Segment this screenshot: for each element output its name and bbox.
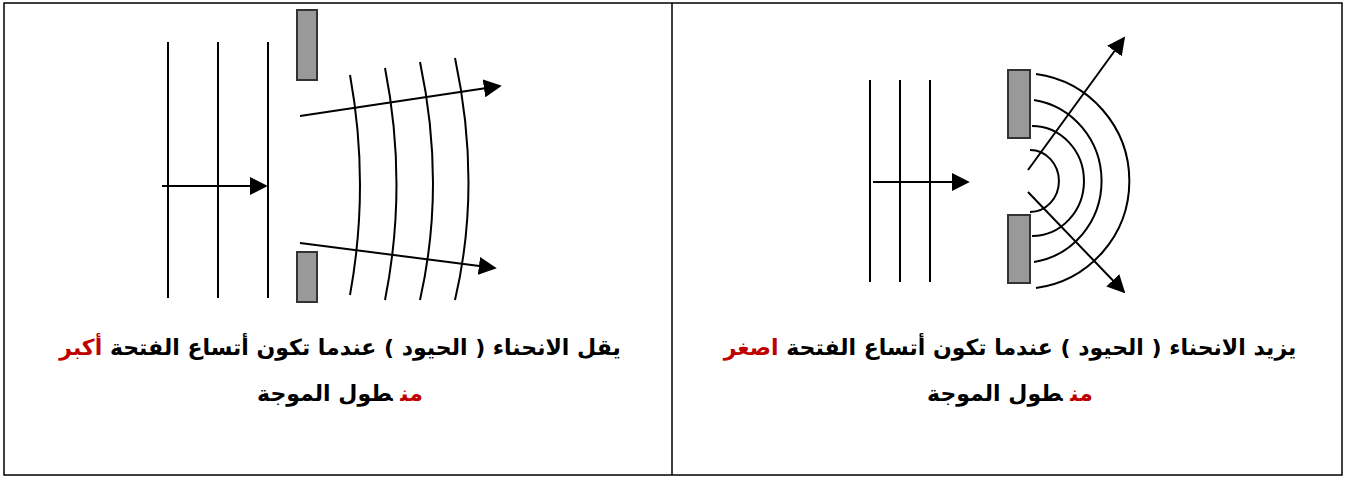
caption-text: طول الموجة <box>927 381 1063 406</box>
caption-cell: يقل الانحناء ( الحيود ) عندما تكون أتساع… <box>40 325 640 417</box>
caption-text: طول الموجة <box>257 381 393 406</box>
caption-line: يقل الانحناء ( الحيود ) عندما تكون أتساع… <box>40 325 640 417</box>
caption-text: يقل الانحناء ( الحيود ) عندما تكون أتساع… <box>110 335 621 360</box>
caption-text: يزيد الانحناء ( الحيود ) عندما تكون أتسا… <box>786 335 1296 360</box>
caption-line: يزيد الانحناء ( الحيود ) عندما تكون أتسا… <box>710 325 1310 417</box>
caption-cell: يزيد الانحناء ( الحيود ) عندما تكون أتسا… <box>710 325 1310 417</box>
